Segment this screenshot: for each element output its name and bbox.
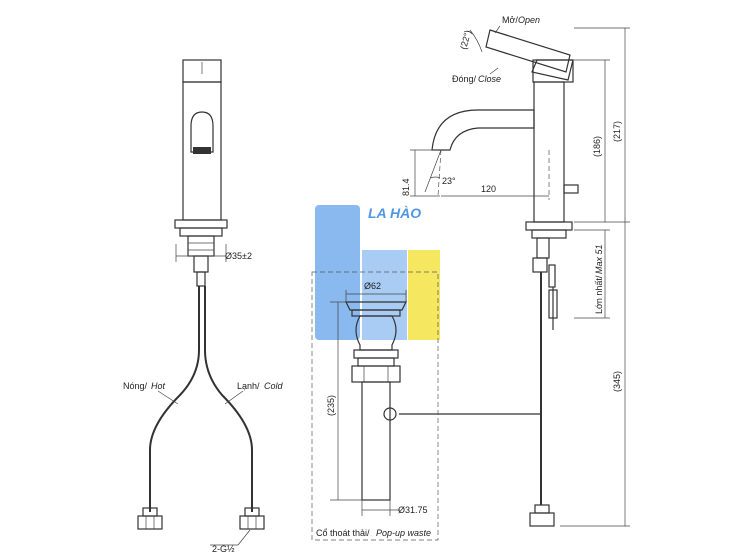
waste-nut [351,365,401,383]
spout-reach-label: 120 [481,184,496,194]
close-label-en: Close [478,74,501,84]
front-shank [187,235,215,257]
side-spout [431,109,535,151]
logo-bar-blue [315,205,360,340]
open-label-en: Open [518,15,540,25]
side-connector [529,512,555,527]
open-label-vi: Mở/ [502,15,518,25]
popup-waste: Ø62 (235) Ø31.75 Cổ thoát thải/ Pop-up w… [311,271,439,541]
side-view: Mở/ Open Đóng/ Close (22°) 81.4 23° 120 … [399,15,630,527]
side-handle-lever [485,29,571,73]
hot-connector [137,515,163,530]
hot-label-vi: Nóng/ [123,381,148,391]
spout-height-label: 81.4 [401,178,411,196]
hose-hot [149,286,200,512]
waste-dashed-frame [311,271,439,541]
cold-label-en: Cold [264,381,284,391]
hot-label-en: Hot [151,381,166,391]
logo-block-blue [362,250,407,340]
side-base-flange [525,221,573,231]
hose-length-label: (345) [612,371,622,392]
waste-label-vi: Cổ thoát thải/ [316,528,370,538]
spout-angle-label: 23° [442,176,456,186]
front-view: Ø35±2 Nóng/ Hot Lạnh/ Cold 2-G½ [123,59,284,554]
total-height-label: (217) [612,121,622,142]
logo-block-yellow [408,250,440,340]
body-height-label: (186) [592,136,602,157]
waste-length-label: (235) [326,395,336,416]
cold-label-vi: Lạnh/ [237,381,260,391]
waste-label-en: Pop-up waste [376,528,431,538]
front-spout-outlet [190,111,214,153]
max-label-en: Max 51 [594,244,604,274]
front-base-diameter-label: Ø35±2 [225,251,252,261]
max-label-vi: Lớn nhất/ [594,275,604,314]
hose-cold [204,286,253,512]
connector-label: 2-G½ [212,544,235,554]
front-base-flange [174,219,228,229]
handle-angle-label: (22°) [458,29,473,51]
waste-diameter-label: Ø62 [364,281,381,291]
close-label-vi: Đóng/ [452,74,477,84]
waste-cap [345,301,407,311]
cold-connector [239,515,265,530]
waste-pipe [361,381,391,501]
watermark-logo: LA HÀO [315,205,440,340]
logo-brand-text: LA HÀO [368,205,421,221]
waste-pipe-diameter-label: Ø31.75 [398,505,428,515]
